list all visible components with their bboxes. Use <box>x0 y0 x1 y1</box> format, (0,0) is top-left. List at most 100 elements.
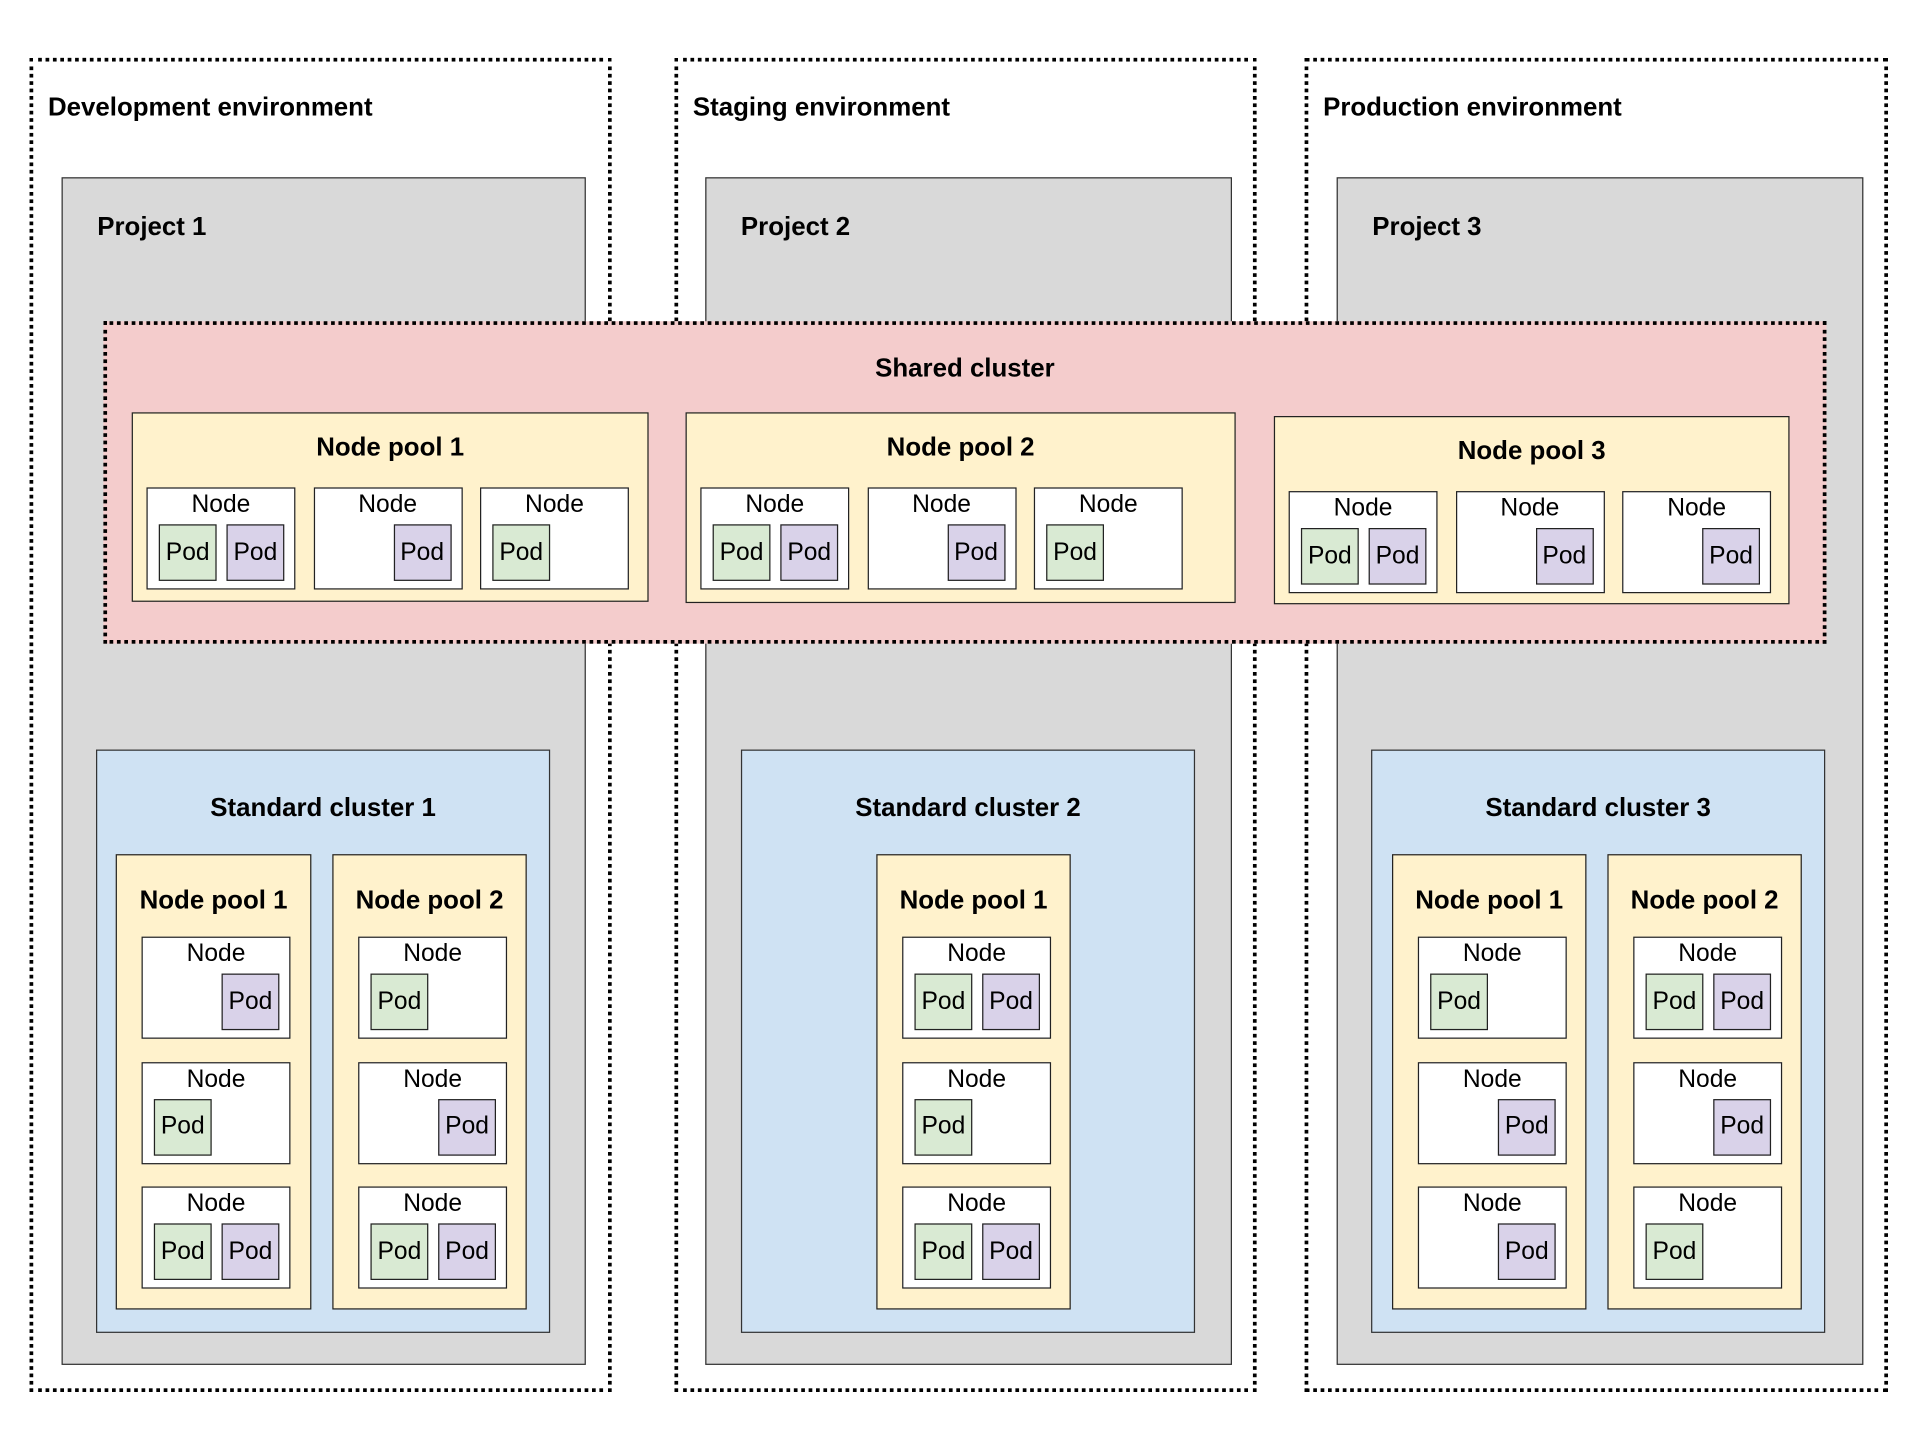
pod-green: Pod <box>1645 1223 1704 1281</box>
pod-purple: Pod <box>1368 528 1427 585</box>
pod-purple: Pod <box>221 973 280 1031</box>
node-label: Node <box>1667 494 1727 522</box>
node-pool-title: Node pool 1 <box>1415 886 1564 915</box>
node-label: Node <box>947 1065 1007 1093</box>
node-label: Node <box>1678 940 1738 968</box>
pod-green: Pod <box>1430 973 1489 1031</box>
node-label: Node <box>947 940 1007 968</box>
standard-cluster-title: Standard cluster 3 <box>1485 793 1711 823</box>
environment-1 <box>29 57 612 1393</box>
node-label: Node <box>1462 1065 1522 1093</box>
pod-purple: Pod <box>393 524 452 581</box>
node-label: Node <box>186 1065 246 1093</box>
environment-title: Development environment <box>48 93 373 122</box>
standard-cluster-title: Standard cluster 2 <box>855 793 1081 823</box>
node-pool-title: Node pool 1 <box>899 886 1048 915</box>
pod-purple: Pod <box>1702 528 1761 585</box>
pod-purple: Pod <box>780 524 839 581</box>
node-pool-title: Node pool 1 <box>139 886 288 915</box>
pod-purple: Pod <box>982 973 1041 1031</box>
pod-purple: Pod <box>221 1223 280 1281</box>
node-label: Node <box>1678 1065 1738 1093</box>
pod-green: Pod <box>153 1223 212 1281</box>
node-label: Node <box>186 1190 246 1218</box>
pod-green: Pod <box>1300 528 1359 585</box>
pod-green: Pod <box>153 1098 212 1156</box>
pod-purple: Pod <box>1535 528 1594 585</box>
environment-3 <box>1304 57 1889 1393</box>
pod-purple: Pod <box>1497 1223 1556 1281</box>
node-label: Node <box>403 1065 463 1093</box>
standard-cluster-title: Standard cluster 1 <box>210 793 436 823</box>
pod-purple: Pod <box>438 1223 497 1281</box>
environment-title: Production environment <box>1323 93 1622 122</box>
node-pool-title: Node pool 1 <box>316 433 465 462</box>
node-label: Node <box>1078 491 1138 519</box>
pod-purple: Pod <box>1713 1098 1772 1156</box>
node-label: Node <box>1500 494 1560 522</box>
node-label: Node <box>358 491 418 519</box>
shared-cluster-title: Shared cluster <box>875 354 1055 383</box>
node-pool-title: Node pool 3 <box>1457 436 1606 466</box>
pod-green: Pod <box>492 524 551 581</box>
pod-purple: Pod <box>1497 1098 1556 1156</box>
node-label: Node <box>1678 1190 1738 1218</box>
pod-green: Pod <box>914 1223 973 1281</box>
pod-purple: Pod <box>982 1223 1041 1281</box>
pod-green: Pod <box>158 524 217 581</box>
node-label: Node <box>947 1190 1007 1218</box>
node-label: Node <box>912 491 971 519</box>
node-label: Node <box>745 491 805 519</box>
pod-purple: Pod <box>226 524 285 581</box>
pod-purple: Pod <box>438 1098 497 1156</box>
pod-green: Pod <box>1046 524 1105 581</box>
pod-green: Pod <box>914 1098 973 1156</box>
pod-green: Pod <box>914 973 973 1031</box>
node-pool-title: Node pool 2 <box>355 886 504 915</box>
node-label: Node <box>403 1190 463 1218</box>
node-pool-title: Node pool 2 <box>886 433 1035 462</box>
pod-green: Pod <box>370 1223 429 1281</box>
pod-green: Pod <box>1645 973 1704 1031</box>
pod-green: Pod <box>370 973 429 1031</box>
project-title: Project 1 <box>97 212 207 242</box>
environment-2 <box>674 57 1257 1393</box>
pod-purple: Pod <box>1713 973 1772 1031</box>
node-label: Node <box>403 940 463 968</box>
project-title: Project 3 <box>1372 212 1482 242</box>
node-label: Node <box>191 491 251 519</box>
node-label: Node <box>525 491 584 519</box>
node-label: Node <box>1462 1190 1522 1218</box>
project-title: Project 2 <box>740 212 851 242</box>
pod-purple: Pod <box>947 524 1005 581</box>
node-label: Node <box>1333 494 1393 522</box>
node-pool-title: Node pool 2 <box>1630 886 1779 915</box>
node-label: Node <box>1462 940 1522 968</box>
pod-green: Pod <box>712 524 771 581</box>
